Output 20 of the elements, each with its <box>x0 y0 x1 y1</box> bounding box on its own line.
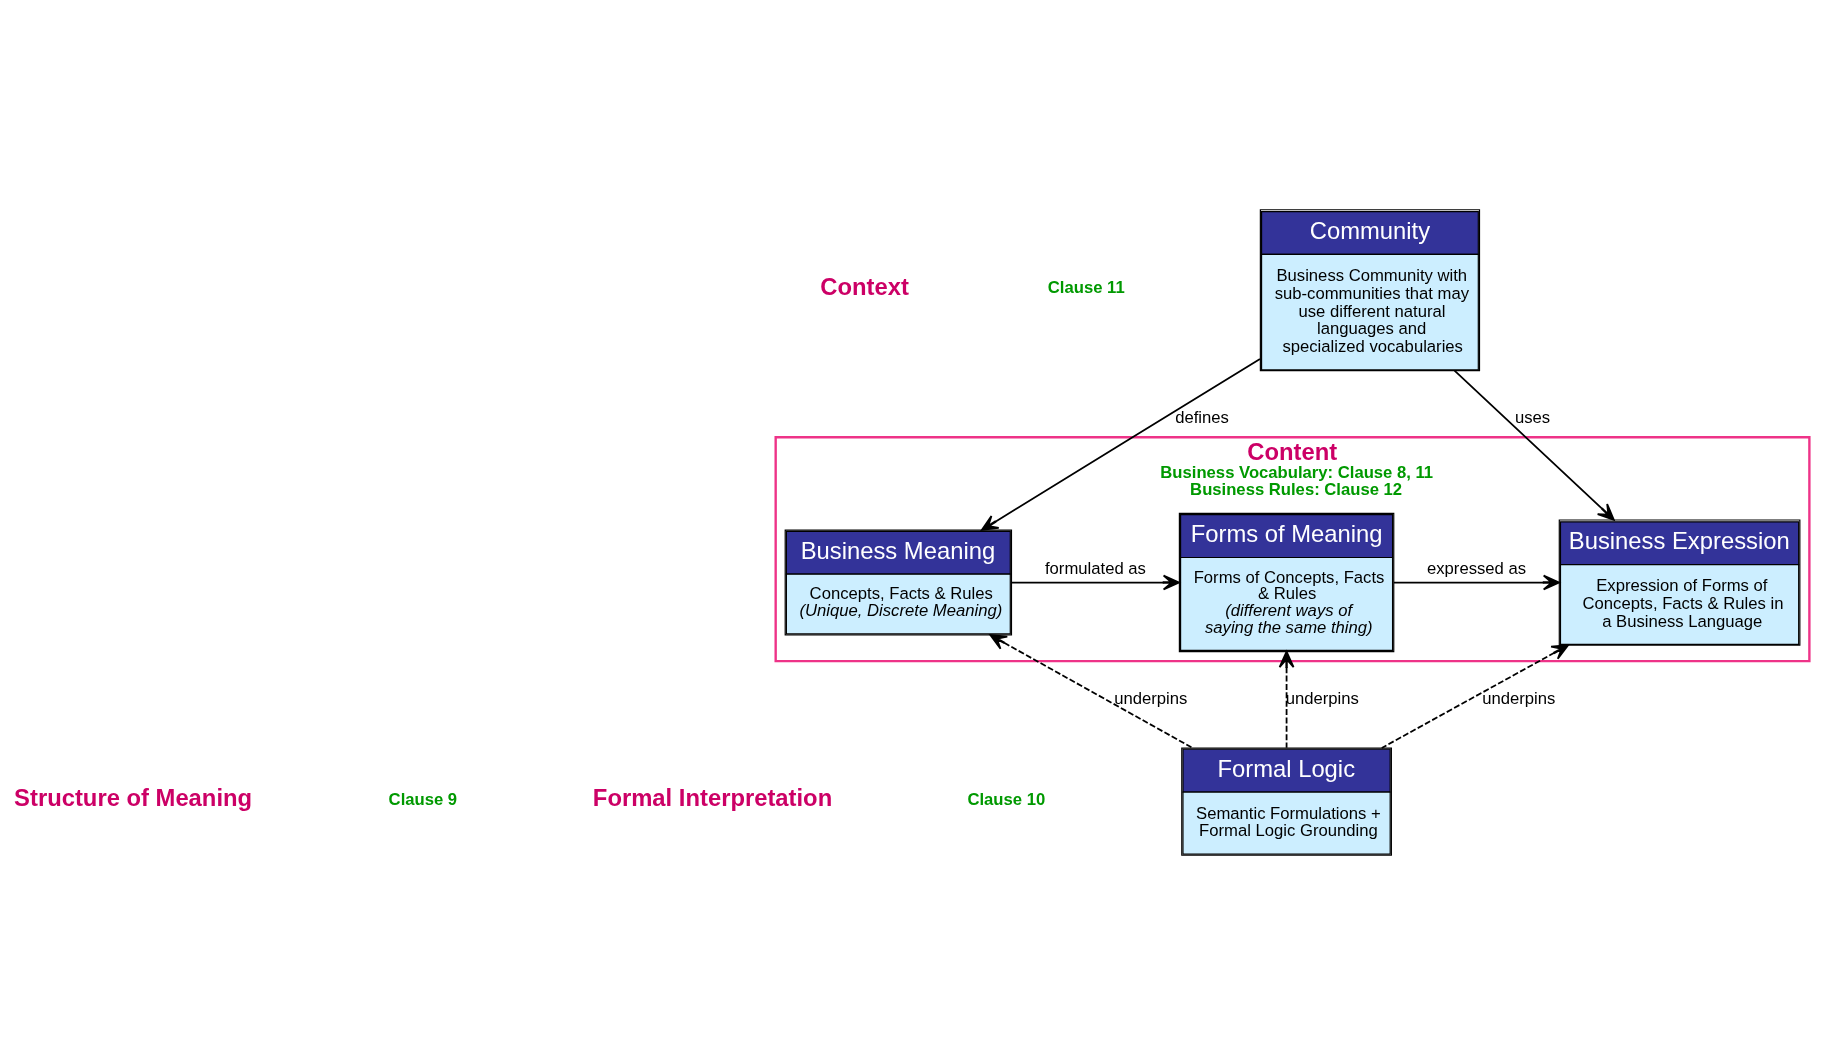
label: Structure of Meaning <box>14 783 253 811</box>
edge-label: underpins <box>1114 688 1188 708</box>
arrow <box>1380 643 1569 749</box>
arrow <box>981 357 1261 531</box>
label: Clause 10 <box>967 789 1046 809</box>
label: Context <box>820 272 909 300</box>
arrow <box>1278 650 1295 749</box>
arrow <box>1453 369 1615 521</box>
label: Clause 9 <box>388 789 458 809</box>
label: Clause 11 <box>1047 277 1125 297</box>
edge-label: expressed as <box>1426 558 1527 578</box>
edge-label: formulated as <box>1044 558 1146 578</box>
arrow <box>1393 574 1561 590</box>
edge-label: uses <box>1514 407 1551 427</box>
arrow <box>989 633 1194 749</box>
edge-label: defines <box>1175 407 1229 427</box>
arrow <box>1010 574 1180 590</box>
edge-label: underpins <box>1285 688 1359 708</box>
edge-label: underpins <box>1482 688 1556 708</box>
label: Formal Interpretation <box>592 783 833 811</box>
